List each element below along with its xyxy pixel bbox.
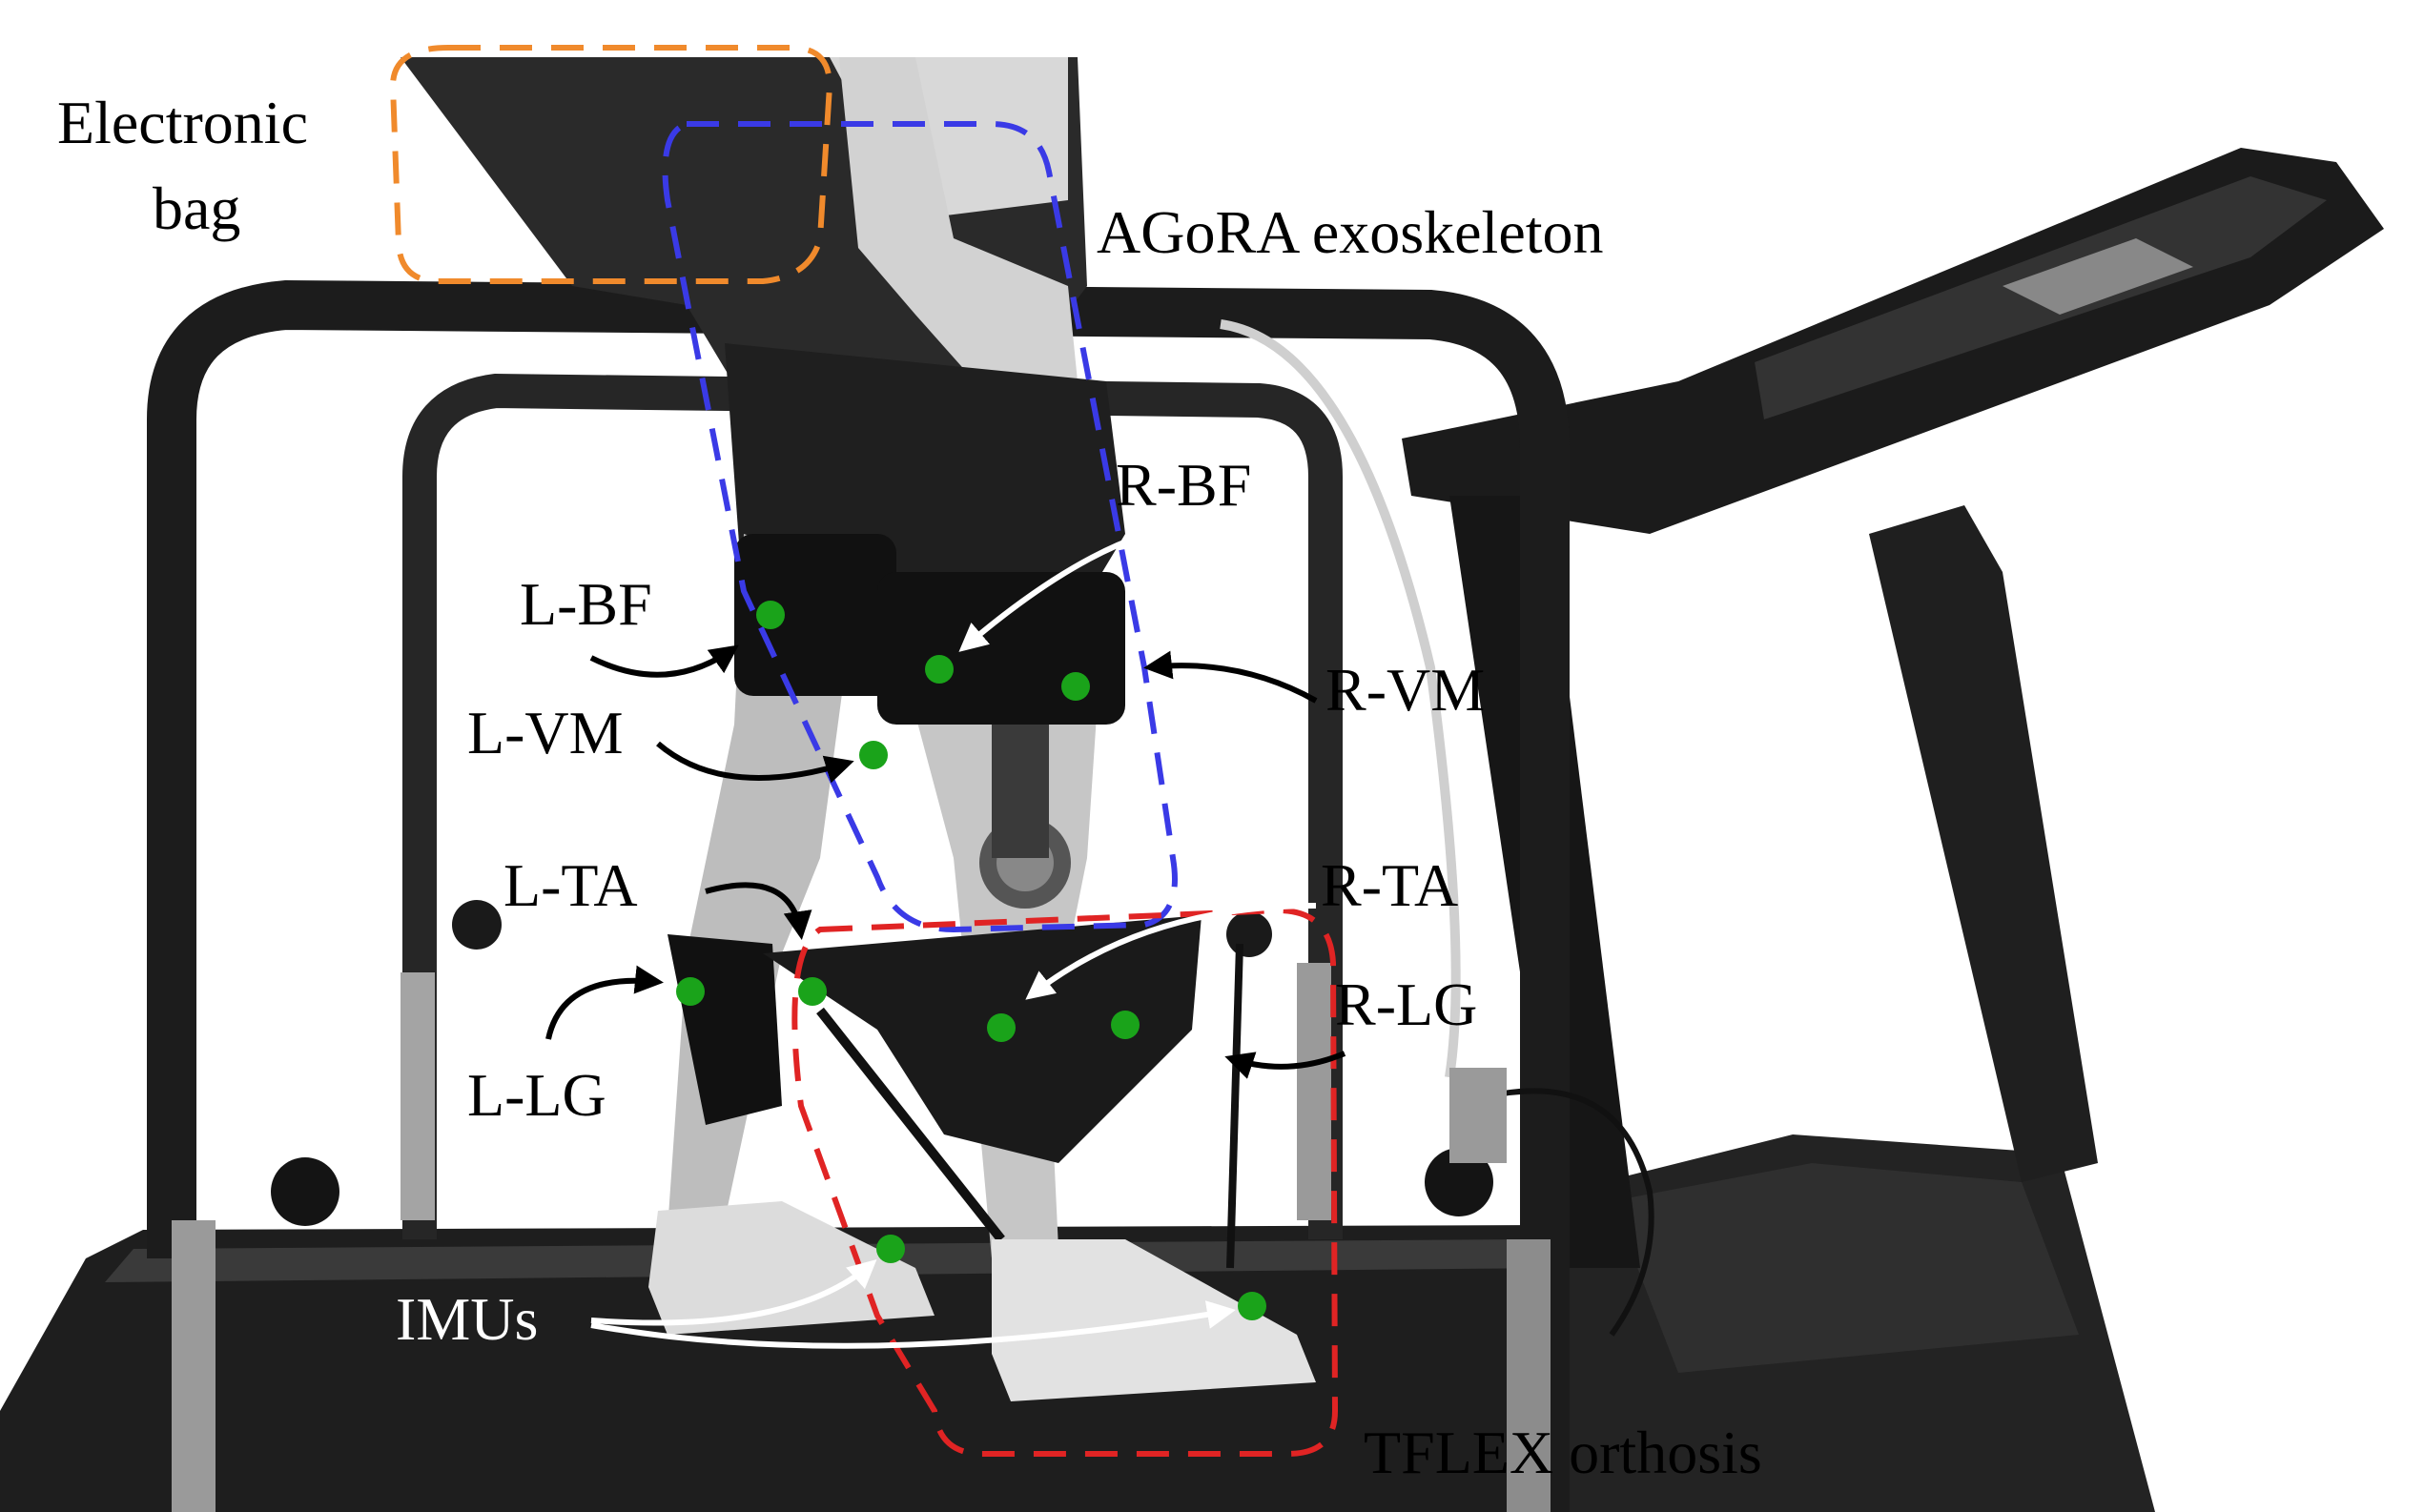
electrode-dots (676, 601, 1266, 1320)
arrow-imu-left (590, 1259, 877, 1326)
label-l-lg: L-LG (467, 1061, 606, 1129)
agora-box (662, 121, 1178, 933)
arrow-imu-right (590, 1300, 1236, 1349)
arrows-dark (545, 644, 1346, 1079)
electrode-l-vm (859, 741, 888, 769)
arrow-r-bf (958, 521, 1193, 652)
arrow-l-ta (705, 882, 812, 940)
label-l-bf: L-BF (520, 570, 652, 638)
label-r-vm: R-VM (1325, 656, 1485, 724)
electrode-l-lg (676, 977, 705, 1006)
electrode-l-ta (798, 977, 827, 1006)
electrode-r-vm (1061, 672, 1090, 701)
arrow-r-vm (1143, 650, 1318, 704)
imu-right (1238, 1292, 1266, 1320)
person-arm (839, 57, 1078, 400)
handrail-inner (402, 373, 1343, 1239)
label-agora: AGoRA exoskeleton (1097, 198, 1604, 266)
arrow-l-vm (656, 741, 854, 784)
label-electronic-bag-line1: Electronic (57, 89, 308, 156)
label-l-vm: L-VM (467, 699, 624, 766)
electrode-r-bf (925, 655, 954, 684)
label-imus: IMUs (396, 1285, 538, 1353)
imu-left (876, 1235, 905, 1263)
left-shoe (648, 1201, 935, 1335)
tflex-box (791, 907, 1339, 1457)
label-l-ta: L-TA (503, 851, 638, 919)
electronic-bag-box (389, 45, 833, 284)
handrail-outer (147, 279, 1570, 1512)
photo (0, 57, 2384, 1512)
electrode-l-bf (756, 601, 785, 629)
label-electronic-bag-line2: bag (153, 174, 240, 242)
arrow-r-ta (1025, 903, 1317, 1000)
arrow-l-bf (589, 644, 739, 678)
arrow-l-lg (545, 965, 664, 1040)
label-r-bf: R-BF (1116, 451, 1251, 519)
label-tflex: TFLEX orthosis (1364, 1419, 1762, 1486)
label-r-ta: R-TA (1321, 851, 1458, 919)
annotation-boxes (389, 45, 1339, 1457)
arrows-light (590, 521, 1317, 1349)
electrode-r-lg (1111, 1011, 1140, 1039)
labels: Electronic bag AGoRA exoskeleton R-BF L-… (57, 89, 1762, 1486)
arrow-r-lg (1224, 1051, 1346, 1079)
electrode-r-ta (987, 1013, 1016, 1042)
label-r-lg: R-LG (1335, 971, 1477, 1038)
